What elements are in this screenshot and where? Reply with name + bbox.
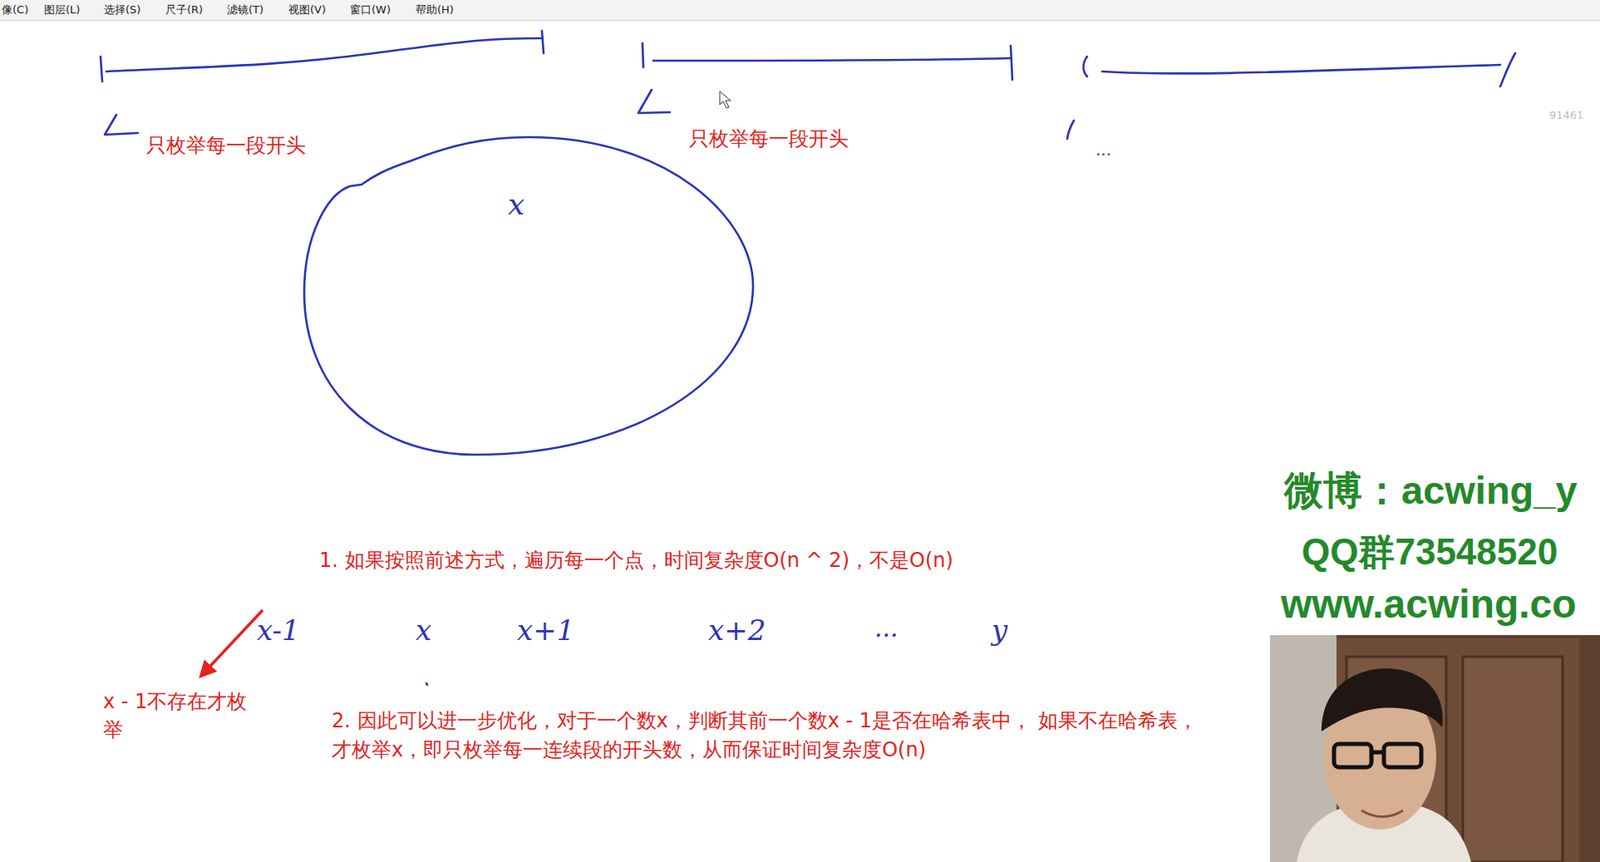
ellipsis-mark: ...: [1095, 139, 1112, 160]
ellipse-outline: [301, 134, 756, 458]
explanation-text: 2. 因此可以进一步优化，对于一个数x，判断其前一个数x - 1是否在哈希表中，…: [331, 706, 1255, 765]
sequence-term: x+1: [516, 613, 575, 648]
menu-item: 像(C): [1, 3, 29, 17]
sequence-term: x: [415, 613, 432, 648]
menu-item: 窗口(W): [349, 3, 391, 17]
sequence-ellipsis: ...: [874, 613, 899, 644]
sequence-term: x-1: [256, 613, 301, 648]
region-label: x: [507, 186, 525, 222]
watermark-number: 91461: [1549, 108, 1584, 123]
ellipse-region: x: [301, 134, 756, 458]
annotation-note: 只枚举每一段开头: [146, 133, 306, 158]
annotation-note: 只枚举每一段开头: [689, 127, 849, 152]
menu-item: 滤镜(T): [226, 3, 264, 17]
menu-item: 帮助(H): [415, 3, 454, 17]
condition-note: x - 1不存在才枚举: [103, 688, 258, 744]
menu-item: 图层(L): [44, 3, 80, 17]
menu-item: 视图(V): [288, 3, 326, 17]
sequence-term: y: [991, 613, 1008, 648]
sequence-term: x+2: [708, 613, 766, 648]
explanation-text: 1. 如果按照前述方式，遍历每一个点，时间复杂度O(n ^ 2)，不是O(n): [319, 548, 954, 573]
watermark-text: QQ群73548520: [1301, 530, 1558, 575]
watermark-text: www.acwing.co: [1280, 580, 1577, 629]
menu-item: 选择(S): [103, 3, 141, 17]
watermark-text: 微博：acwing_y: [1284, 467, 1578, 514]
menu-item: 尺子(R): [165, 3, 203, 17]
ellipse-path: [304, 137, 754, 455]
